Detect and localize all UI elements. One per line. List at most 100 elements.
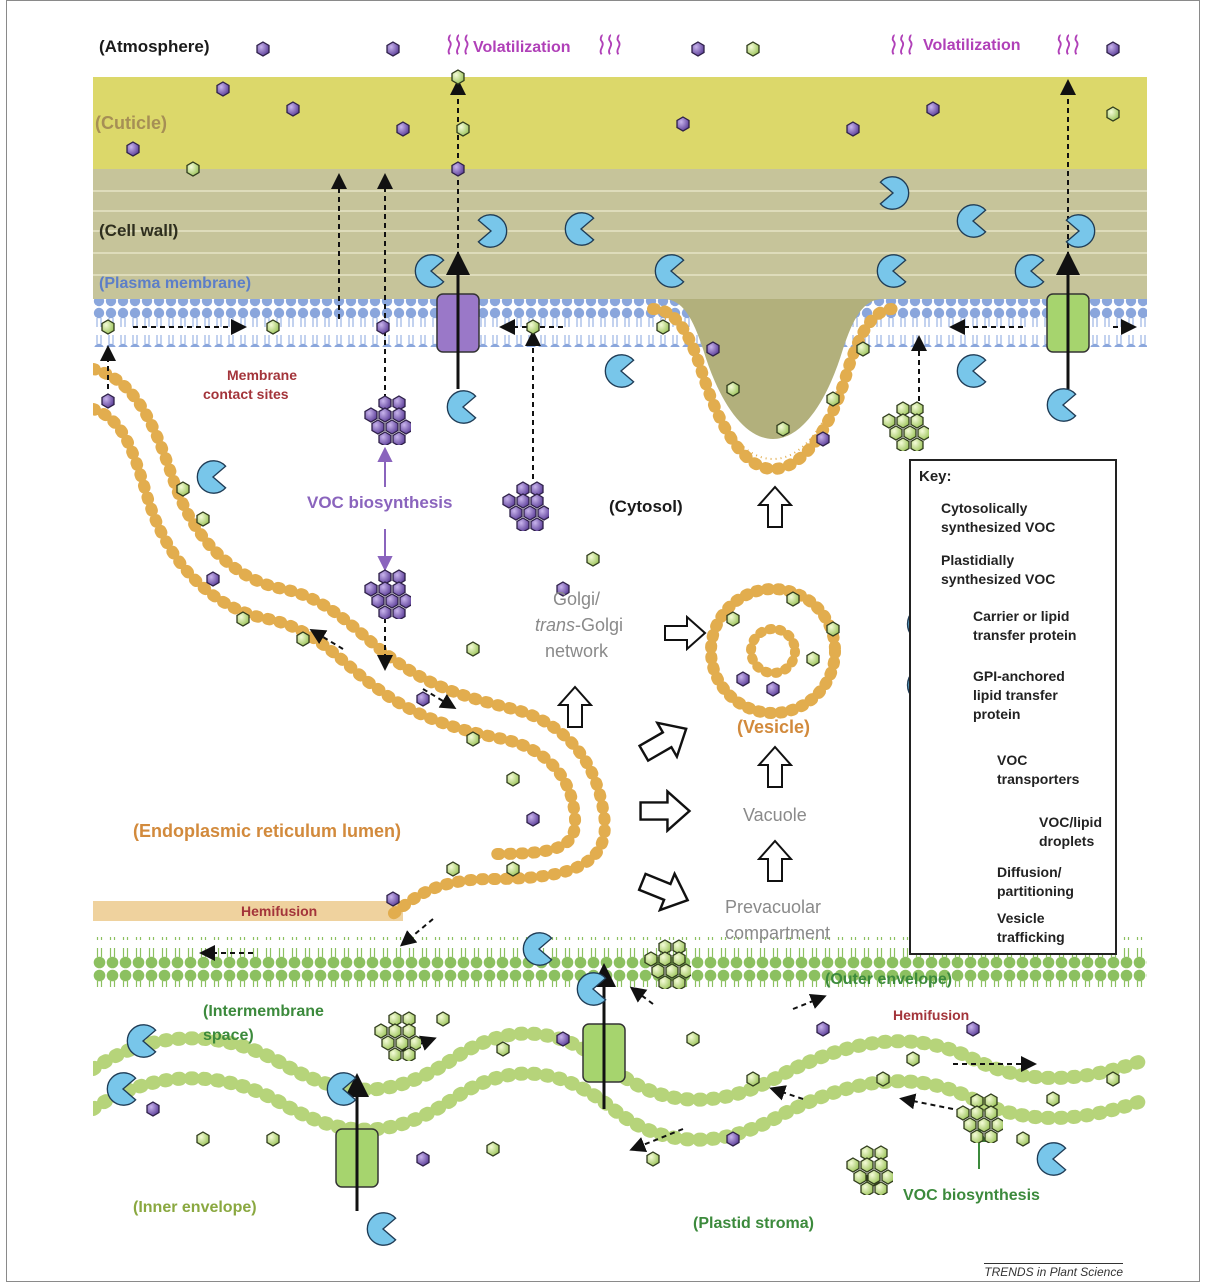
label-inner-envelope: (Inner envelope) bbox=[133, 1199, 257, 1217]
voc-molecule-icon bbox=[727, 382, 739, 396]
label-vesicle: (Vesicle) bbox=[737, 717, 810, 738]
carrier-protein-icon bbox=[577, 973, 605, 1005]
cuticle-band bbox=[93, 77, 1147, 173]
voc-molecule-icon bbox=[397, 122, 409, 136]
key-item-label: lipid transfer bbox=[973, 686, 1065, 705]
label-vacuole: Vacuole bbox=[743, 805, 807, 826]
voc-molecule-icon bbox=[377, 320, 389, 334]
voc-molecule-icon bbox=[197, 512, 209, 526]
voc-molecule-icon bbox=[267, 320, 279, 334]
voc-molecule-icon bbox=[507, 772, 519, 786]
label-golgi-1: Golgi/ bbox=[553, 589, 600, 610]
voc-molecule-icon bbox=[1107, 107, 1119, 121]
label-cuticle: (Cuticle) bbox=[95, 113, 167, 134]
label-prevacuolar-1: Prevacuolar bbox=[725, 897, 821, 918]
carrier-protein-icon bbox=[197, 461, 225, 493]
voc-molecule-icon bbox=[747, 42, 759, 56]
carrier-protein-icon bbox=[957, 355, 985, 387]
voc-molecule-icon bbox=[1017, 1132, 1029, 1146]
voc-molecule-icon bbox=[677, 117, 689, 131]
label-voc-biosynthesis-top: VOC biosynthesis bbox=[307, 493, 452, 513]
voc-molecule-icon bbox=[147, 1102, 159, 1116]
voc-molecule-icon bbox=[707, 342, 719, 356]
voc-molecule-icon bbox=[467, 642, 479, 656]
label-golgi-3: network bbox=[545, 641, 608, 662]
voc-molecule-icon bbox=[177, 482, 189, 496]
source-credit: TRENDS in Plant Science bbox=[984, 1263, 1123, 1279]
key-legend: Key: Cytosolically synthesized VOC Plast… bbox=[909, 459, 1117, 955]
key-item-label: transporters bbox=[997, 770, 1079, 789]
key-item-label: partitioning bbox=[997, 882, 1074, 901]
voc-molecule-icon bbox=[657, 320, 669, 334]
voc-molecule-icon bbox=[557, 1032, 569, 1046]
voc-molecule-icon bbox=[452, 70, 464, 84]
carrier-protein-icon bbox=[447, 391, 475, 423]
label-outer-envelope: (Outer envelope) bbox=[825, 971, 952, 989]
voc-molecule-icon bbox=[297, 632, 309, 646]
voc-molecule-icon bbox=[207, 572, 219, 586]
voc-molecule-icon bbox=[217, 82, 229, 96]
voc-molecule-icon bbox=[527, 320, 539, 334]
voc-molecule-icon bbox=[747, 1072, 759, 1086]
label-er-lumen: (Endoplasmic reticulum lumen) bbox=[133, 821, 401, 842]
label-cytosol: (Cytosol) bbox=[609, 497, 683, 517]
cell-wall-band bbox=[93, 169, 1147, 299]
key-item-label: VOC bbox=[997, 751, 1079, 770]
carrier-protein-icon bbox=[1037, 1143, 1065, 1175]
voc-molecule-icon bbox=[877, 1072, 889, 1086]
voc-molecule-icon bbox=[197, 1132, 209, 1146]
label-hemifusion-2: Hemifusion bbox=[893, 1007, 969, 1023]
label-atmosphere: (Atmosphere) bbox=[99, 37, 210, 57]
key-item-transporters: VOC transporters bbox=[997, 751, 1079, 789]
label-voc-biosynthesis-bottom: VOC biosynthesis bbox=[903, 1187, 1040, 1205]
key-item-label: Diffusion/ bbox=[997, 863, 1074, 882]
label-golgi-trans: trans bbox=[535, 615, 575, 635]
voc-molecule-icon bbox=[457, 122, 469, 136]
carrier-protein-icon bbox=[367, 1213, 395, 1245]
voc-molecule-icon bbox=[847, 122, 859, 136]
voc-molecule-icon bbox=[907, 1052, 919, 1066]
label-plasma-membrane: (Plasma membrane) bbox=[99, 275, 251, 293]
figure-frame: (Atmosphere) Volatilization Volatilizati… bbox=[6, 0, 1200, 1282]
voc-molecule-icon bbox=[102, 394, 114, 408]
label-intermembrane-1: (Intermembrane bbox=[203, 1003, 324, 1021]
carrier-protein-icon bbox=[1047, 389, 1075, 421]
voc-molecule-icon bbox=[527, 812, 539, 826]
voc-molecule-icon bbox=[127, 142, 139, 156]
key-item-label: trafficking bbox=[997, 928, 1065, 947]
voc-molecule-icon bbox=[387, 892, 399, 906]
key-item-label: droplets bbox=[1039, 832, 1102, 851]
voc-molecule-icon bbox=[737, 672, 749, 686]
key-item-label: transfer protein bbox=[973, 626, 1076, 645]
voc-molecule-icon bbox=[817, 432, 829, 446]
voc-molecule-icon bbox=[787, 592, 799, 606]
label-volatilization-1: Volatilization bbox=[473, 39, 570, 57]
voc-molecule-icon bbox=[927, 102, 939, 116]
voc-molecule-icon bbox=[1107, 1072, 1119, 1086]
voc-molecule-icon bbox=[452, 162, 464, 176]
label-golgi-2: trans-Golgi bbox=[535, 615, 623, 636]
key-item-gpi: GPI-anchored lipid transfer protein bbox=[973, 667, 1065, 724]
key-item-label: Vesicle bbox=[997, 909, 1065, 928]
label-plastid-stroma: (Plastid stroma) bbox=[693, 1215, 814, 1233]
key-item-label: synthesized VOC bbox=[941, 570, 1055, 589]
voc-molecule-icon bbox=[287, 102, 299, 116]
voc-molecule-icon bbox=[587, 552, 599, 566]
voc-molecule-icon bbox=[967, 1022, 979, 1036]
voc-molecule-icon bbox=[1107, 42, 1119, 56]
voc-molecule-icon bbox=[727, 612, 739, 626]
voc-molecule-icon bbox=[857, 342, 869, 356]
key-item-carrier: Carrier or lipid transfer protein bbox=[973, 607, 1076, 645]
voc-molecule-icon bbox=[102, 320, 114, 334]
voc-molecule-icon bbox=[767, 682, 779, 696]
label-intermembrane-2: space) bbox=[203, 1027, 254, 1045]
voc-molecule-icon bbox=[467, 732, 479, 746]
voc-molecule-icon bbox=[727, 1132, 739, 1146]
key-item-label: Carrier or lipid bbox=[973, 607, 1076, 626]
label-membrane-contact-1: Membrane bbox=[227, 367, 297, 383]
voc-molecule-icon bbox=[417, 1152, 429, 1166]
key-item-diffusion: Diffusion/ partitioning bbox=[997, 863, 1074, 901]
voc-molecule-icon bbox=[417, 692, 429, 706]
key-item-label: Cytosolically bbox=[941, 499, 1055, 518]
key-title: Key: bbox=[919, 467, 952, 486]
